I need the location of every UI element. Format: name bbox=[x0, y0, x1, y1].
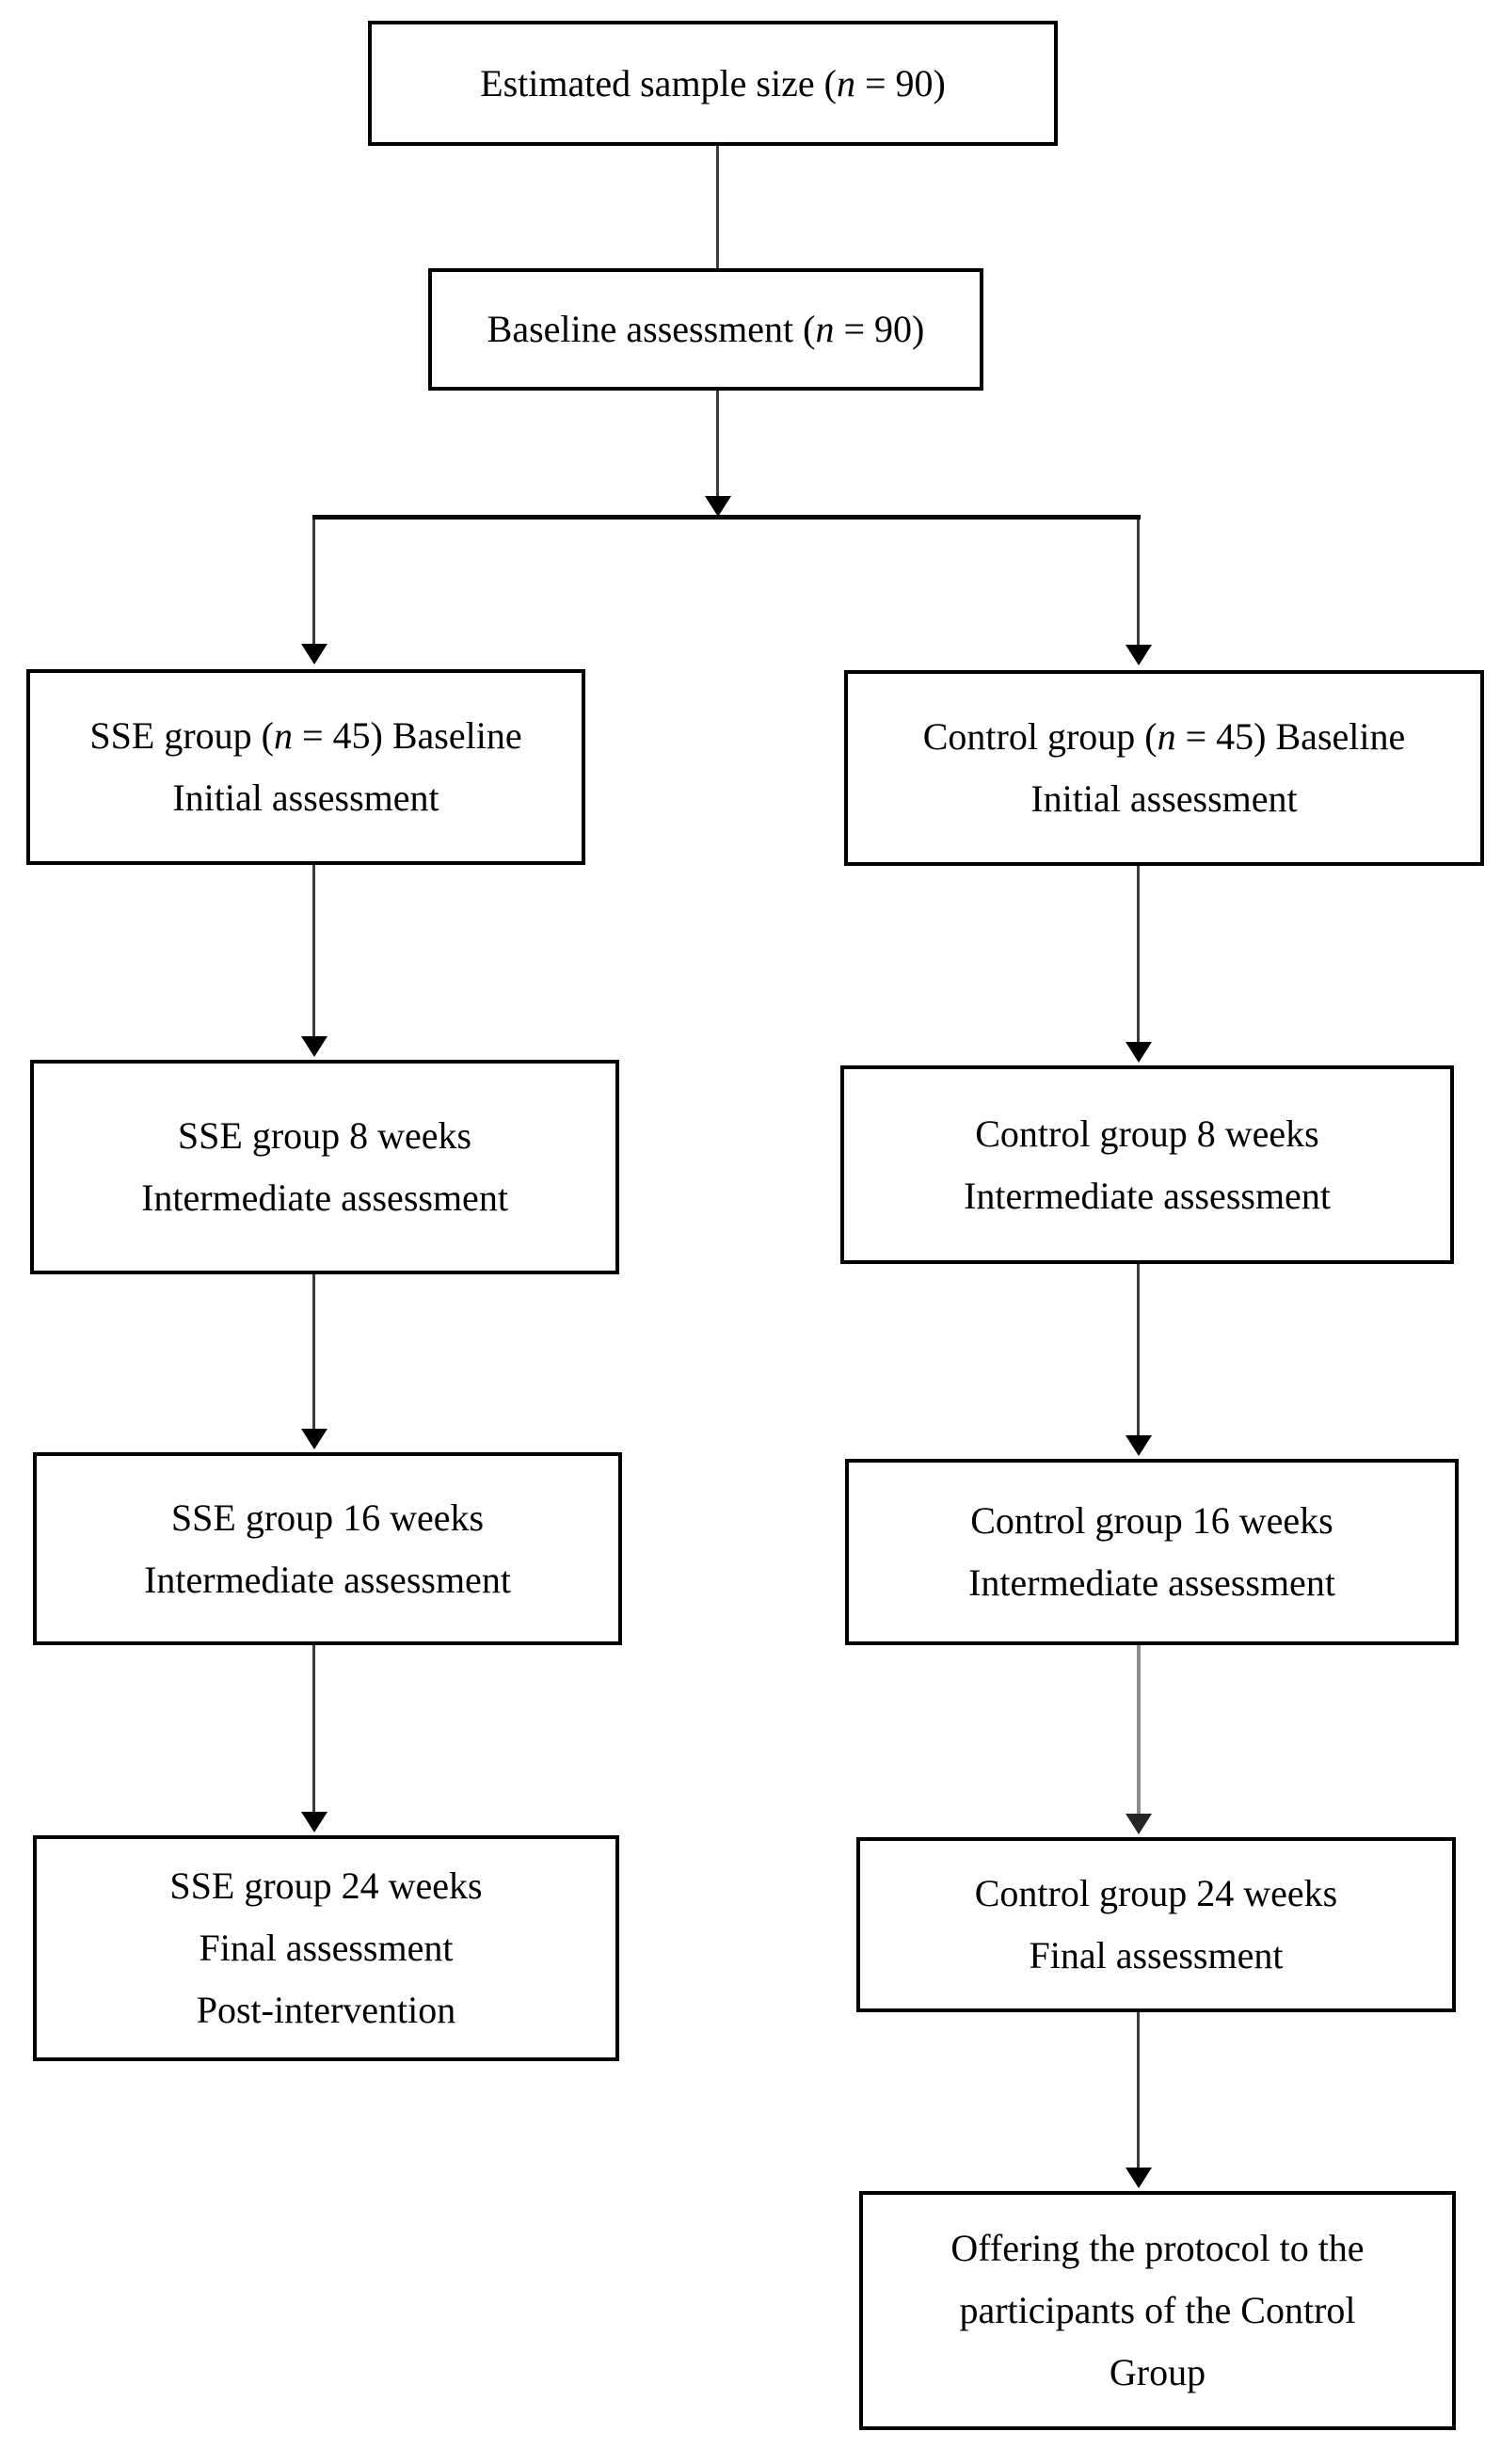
arrow-control-24w-to-offering-head bbox=[1126, 2168, 1152, 2188]
arrow-control-24w-to-offering-shaft bbox=[1137, 2012, 1140, 2168]
node-control-24-weeks: Control group 24 weeks Final assessment bbox=[856, 1837, 1456, 2012]
arrow-split-to-sse-head bbox=[301, 644, 327, 664]
arrow-control-8w-to-16w-head bbox=[1126, 1435, 1152, 1456]
node-text-line: Control group 8 weeks bbox=[975, 1112, 1319, 1155]
node-control-8-weeks: Control group 8 weeks Intermediate asses… bbox=[840, 1065, 1454, 1264]
arrow-baseline-to-split-head bbox=[705, 496, 731, 517]
node-sse-8-weeks: SSE group 8 weeks Intermediate assessmen… bbox=[30, 1060, 619, 1274]
node-text-line: SSE group 8 weeks bbox=[177, 1114, 472, 1157]
node-text-line: SSE group 24 weeks bbox=[169, 1864, 483, 1907]
italic-n: n bbox=[815, 308, 835, 350]
arrow-baseline-to-split-shaft bbox=[716, 391, 719, 496]
node-control-initial: Control group (n = 45) Baseline Initial … bbox=[844, 670, 1484, 866]
node-estimated-sample-size: Estimated sample size (n = 90) bbox=[368, 21, 1058, 146]
node-text-line: Initial assessment bbox=[172, 776, 439, 819]
node-text-line: participants of the Control bbox=[959, 2289, 1356, 2331]
text-segment: = 90) bbox=[834, 308, 925, 350]
arrow-control-initial-to-8w-shaft bbox=[1137, 866, 1140, 1042]
arrow-control-16w-to-24w-shaft bbox=[1137, 1645, 1141, 1814]
node-text-line: Offering the protocol to the bbox=[950, 2227, 1365, 2269]
node-text-line: Group bbox=[1109, 2351, 1206, 2393]
node-text-line: Control group 16 weeks bbox=[970, 1499, 1333, 1542]
node-offering-protocol: Offering the protocol to the participant… bbox=[859, 2191, 1456, 2430]
arrow-split-to-control-shaft bbox=[1137, 520, 1140, 645]
arrow-control-8w-to-16w-shaft bbox=[1137, 1264, 1140, 1435]
split-horizontal-line bbox=[312, 515, 1141, 520]
node-text-line: Baseline assessment (n = 90) bbox=[487, 298, 925, 360]
node-text-line: SSE group 16 weeks bbox=[170, 1496, 485, 1539]
node-text-line: Estimated sample size (n = 90) bbox=[480, 53, 946, 115]
text-segment: Control group ( bbox=[922, 715, 1158, 758]
node-baseline-assessment: Baseline assessment (n = 90) bbox=[428, 268, 983, 391]
node-text-line: Intermediate assessment bbox=[964, 1174, 1331, 1217]
italic-n: n bbox=[273, 714, 293, 757]
arrow-control-initial-to-8w-head bbox=[1126, 1042, 1152, 1063]
node-sse-initial: SSE group (n = 45) Baseline Initial asse… bbox=[26, 669, 585, 865]
arrow-sse-16w-to-24w-head bbox=[301, 1812, 327, 1832]
arrow-split-to-sse-shaft bbox=[312, 520, 315, 644]
node-sse-16-weeks: SSE group 16 weeks Intermediate assessme… bbox=[33, 1452, 622, 1645]
text-segment: Estimated sample size ( bbox=[480, 61, 837, 104]
arrow-sse-initial-to-8w-shaft bbox=[312, 865, 315, 1036]
text-segment: SSE group ( bbox=[89, 714, 274, 757]
italic-n: n bbox=[1157, 715, 1176, 758]
text-segment: = 45) Baseline bbox=[1175, 715, 1406, 758]
node-sse-24-weeks: SSE group 24 weeks Final assessment Post… bbox=[33, 1835, 619, 2061]
italic-n: n bbox=[836, 61, 855, 104]
connector-estimated-to-baseline bbox=[716, 146, 719, 268]
node-text-line: Final assessment bbox=[199, 1927, 454, 1969]
node-control-16-weeks: Control group 16 weeks Intermediate asse… bbox=[845, 1459, 1459, 1645]
node-text-line: Intermediate assessment bbox=[144, 1558, 511, 1601]
text-segment: Baseline assessment ( bbox=[487, 308, 816, 350]
arrow-sse-8w-to-16w-head bbox=[301, 1429, 327, 1449]
arrow-sse-16w-to-24w-shaft bbox=[312, 1645, 315, 1812]
node-text-line: Intermediate assessment bbox=[968, 1561, 1335, 1604]
node-text-line: Intermediate assessment bbox=[141, 1176, 508, 1219]
arrow-sse-initial-to-8w-head bbox=[301, 1036, 327, 1057]
node-text-line: Control group (n = 45) Baseline bbox=[923, 706, 1406, 768]
node-text-line: Final assessment bbox=[1029, 1934, 1284, 1976]
text-segment: = 90) bbox=[854, 61, 946, 104]
node-text-line: Initial assessment bbox=[1030, 777, 1298, 820]
arrow-control-16w-to-24w-head bbox=[1126, 1814, 1152, 1834]
node-text-line: SSE group (n = 45) Baseline bbox=[89, 705, 521, 767]
node-text-line: Control group 24 weeks bbox=[974, 1872, 1338, 1914]
text-segment: = 45) Baseline bbox=[292, 714, 522, 757]
arrow-split-to-control-head bbox=[1126, 645, 1152, 665]
arrow-sse-8w-to-16w-shaft bbox=[312, 1274, 315, 1429]
node-text-line: Post-intervention bbox=[196, 1989, 456, 2031]
